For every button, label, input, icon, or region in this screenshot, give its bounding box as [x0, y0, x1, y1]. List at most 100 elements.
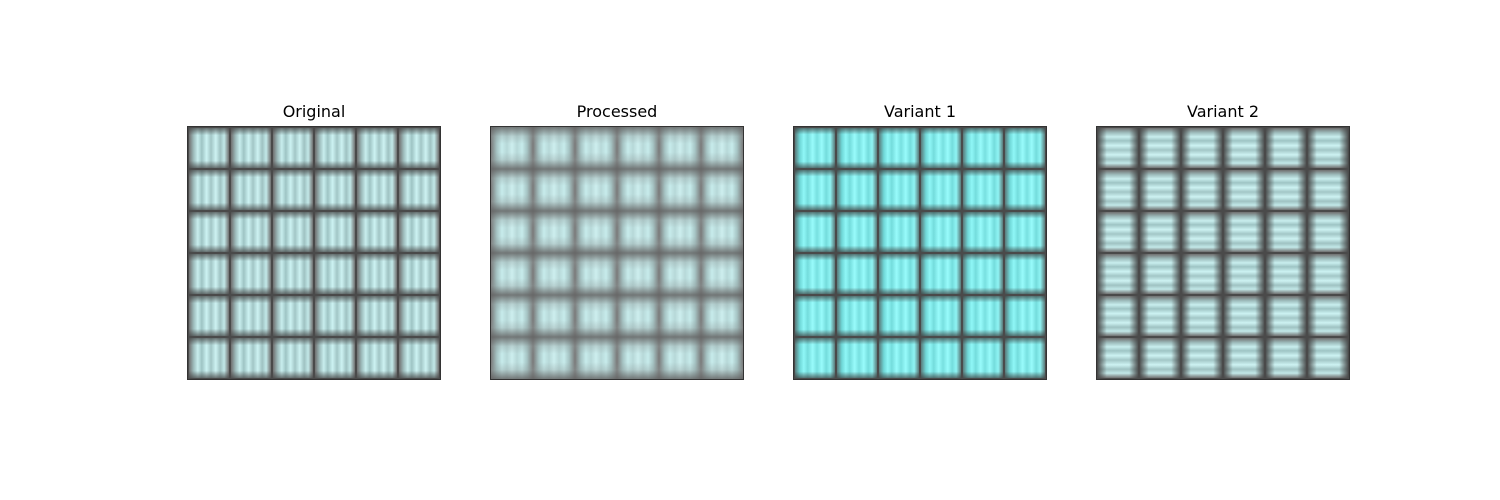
texture-tile	[1097, 253, 1139, 295]
texture-tile	[356, 169, 398, 211]
texture-tile	[617, 295, 659, 337]
texture-tile	[920, 127, 962, 169]
texture-tile	[491, 211, 533, 253]
texture-tile	[272, 127, 314, 169]
panel-title-variant-1: Variant 1	[883, 102, 956, 121]
texture-tile	[1307, 169, 1349, 211]
texture-tile	[272, 295, 314, 337]
texture-tile	[659, 127, 701, 169]
texture-tile	[1139, 295, 1181, 337]
texture-tile	[398, 169, 440, 211]
texture-tile	[878, 337, 920, 379]
texture-tile	[878, 211, 920, 253]
texture-tile	[1307, 253, 1349, 295]
texture-tile	[1004, 211, 1046, 253]
texture-tile	[617, 211, 659, 253]
texture-tile	[1181, 211, 1223, 253]
texture-tile	[920, 253, 962, 295]
texture-tile	[836, 337, 878, 379]
texture-tile	[491, 127, 533, 169]
texture-tile	[794, 295, 836, 337]
texture-tile	[533, 295, 575, 337]
texture-tile	[188, 295, 230, 337]
texture-tile	[962, 253, 1004, 295]
texture-tile	[575, 169, 617, 211]
texture-tile	[1139, 211, 1181, 253]
texture-tile	[701, 253, 743, 295]
image-grid-variant-1	[793, 126, 1047, 380]
texture-tile	[1097, 127, 1139, 169]
texture-tile	[836, 211, 878, 253]
texture-tile	[878, 253, 920, 295]
texture-tile	[533, 169, 575, 211]
panel-original: Original	[187, 100, 441, 380]
texture-tile	[272, 337, 314, 379]
texture-tile	[701, 169, 743, 211]
texture-tile	[188, 211, 230, 253]
texture-tile	[962, 337, 1004, 379]
texture-tile	[1004, 253, 1046, 295]
texture-tile	[1181, 295, 1223, 337]
texture-tile	[491, 169, 533, 211]
texture-tile	[398, 127, 440, 169]
texture-tile	[398, 337, 440, 379]
texture-tile	[836, 295, 878, 337]
texture-tile	[230, 169, 272, 211]
panel-title-variant-2: Variant 2	[1186, 102, 1259, 121]
texture-tile	[1097, 211, 1139, 253]
texture-tile	[1265, 337, 1307, 379]
texture-tile	[1307, 337, 1349, 379]
texture-tile	[1307, 127, 1349, 169]
texture-tile	[962, 169, 1004, 211]
texture-tile	[533, 337, 575, 379]
texture-tile	[794, 253, 836, 295]
texture-tile	[962, 127, 1004, 169]
texture-tile	[1223, 169, 1265, 211]
texture-tile	[1004, 169, 1046, 211]
texture-tile	[188, 169, 230, 211]
texture-tile	[272, 169, 314, 211]
texture-tile	[533, 127, 575, 169]
texture-tile	[794, 127, 836, 169]
image-grid-original	[187, 126, 441, 380]
texture-tile	[920, 295, 962, 337]
texture-tile	[1004, 127, 1046, 169]
texture-tile	[314, 169, 356, 211]
texture-tile	[878, 295, 920, 337]
texture-tile	[1265, 127, 1307, 169]
texture-tile	[491, 337, 533, 379]
texture-tile	[188, 337, 230, 379]
texture-tile	[701, 211, 743, 253]
texture-tile	[188, 253, 230, 295]
texture-tile	[878, 169, 920, 211]
texture-tile	[356, 127, 398, 169]
texture-tile	[794, 211, 836, 253]
texture-tile	[188, 127, 230, 169]
texture-tile	[920, 337, 962, 379]
texture-tile	[1097, 169, 1139, 211]
texture-tile	[701, 295, 743, 337]
texture-tile	[1181, 169, 1223, 211]
texture-tile	[1223, 295, 1265, 337]
texture-tile	[1181, 253, 1223, 295]
texture-tile	[962, 211, 1004, 253]
texture-tile	[356, 337, 398, 379]
texture-tile	[617, 169, 659, 211]
texture-tile	[659, 211, 701, 253]
texture-tile	[701, 337, 743, 379]
texture-tile	[836, 253, 878, 295]
texture-tile	[272, 253, 314, 295]
texture-tile	[398, 253, 440, 295]
texture-tile	[1139, 253, 1181, 295]
panel-title-processed: Processed	[576, 102, 658, 121]
texture-tile	[836, 127, 878, 169]
texture-tile	[533, 253, 575, 295]
texture-tile	[836, 169, 878, 211]
texture-tile	[1265, 211, 1307, 253]
texture-tile	[659, 169, 701, 211]
texture-tile	[272, 211, 314, 253]
texture-tile	[701, 127, 743, 169]
texture-tile	[1139, 169, 1181, 211]
texture-tile	[1307, 211, 1349, 253]
texture-tile	[230, 127, 272, 169]
